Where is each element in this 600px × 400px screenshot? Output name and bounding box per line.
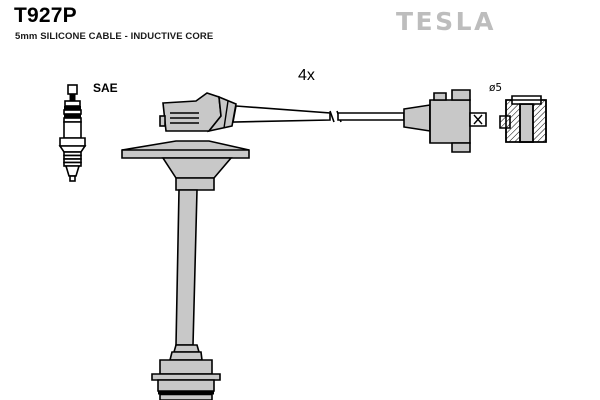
terminal-diameter-label: ø5 (489, 82, 503, 94)
part-description: 5mm SILICONE CABLE - INDUCTIVE CORE (15, 31, 214, 42)
spark-plug-graphic (58, 84, 87, 182)
ignition-cable-horizontal (232, 105, 405, 123)
page-title: T927P (14, 4, 77, 27)
tesla-brand-logo: TESLA (396, 7, 496, 36)
ignition-cable-vertical (175, 189, 198, 346)
cable-end-boot (151, 344, 221, 400)
terminal-detail (499, 95, 547, 143)
quantity-label: 4x (298, 67, 315, 84)
sae-standard-label: SAE (93, 81, 118, 95)
spark-plug-boot (121, 92, 250, 191)
coil-connector (403, 89, 487, 153)
